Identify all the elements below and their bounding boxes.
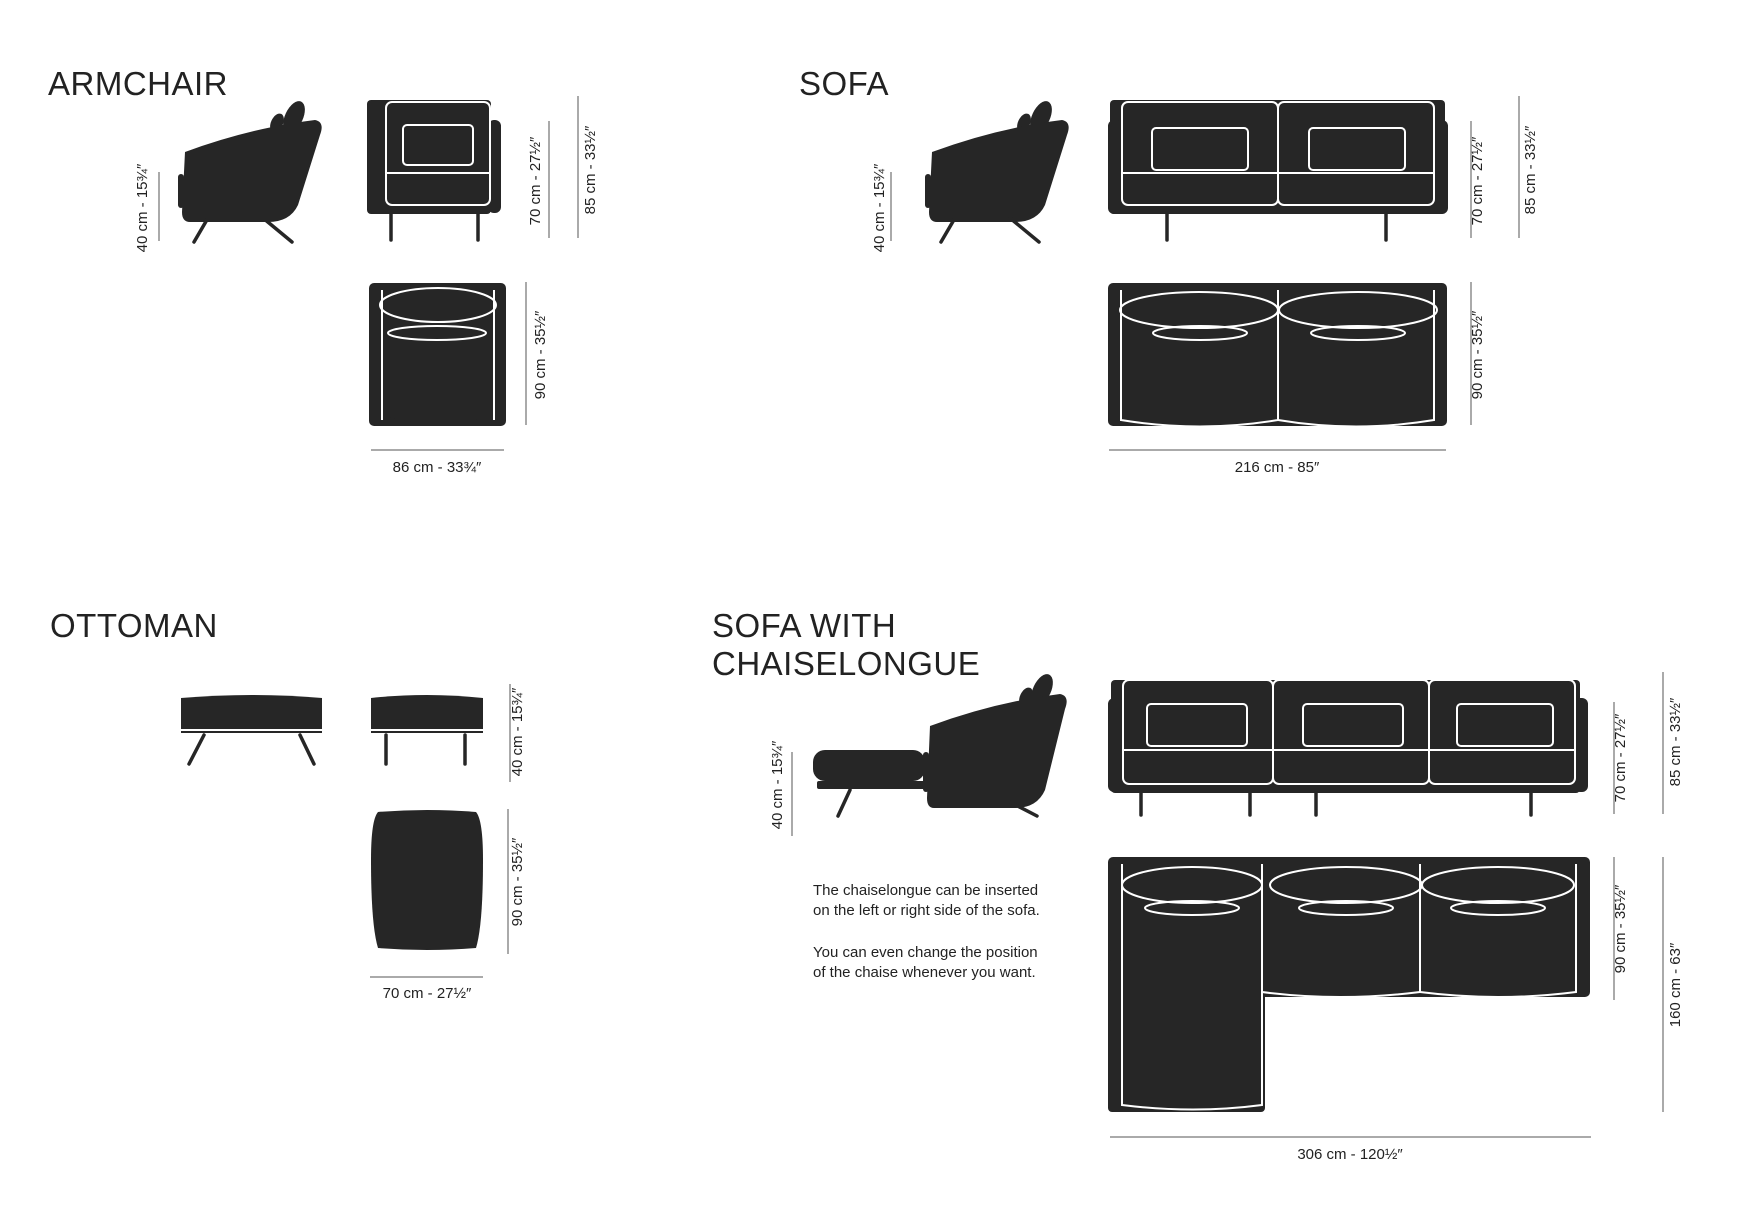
- sofa-title: SOFA: [799, 65, 889, 102]
- ottoman-depth-label: 90 cm - 35½″: [509, 837, 526, 926]
- sofa-chaise-title-line2: CHAISELONGUE: [712, 645, 980, 682]
- sofa-side-view: [925, 101, 1069, 244]
- armchair-total-height-label: 85 cm - 33½″: [582, 125, 599, 214]
- sofa-chaise-total-height-label: 85 cm - 33½″: [1667, 697, 1684, 786]
- note-line-1: The chaiselongue can be inserted: [813, 882, 1038, 899]
- sofa-chaise-title-line1: SOFA WITH: [712, 607, 896, 644]
- sofa-seat-height-label: 40 cm - 15¾″: [871, 163, 888, 252]
- ottoman-title: OTTOMAN: [50, 607, 218, 644]
- note-line-3: You can even change the position: [813, 944, 1038, 961]
- armchair-seat-back-label: 70 cm - 27½″: [527, 136, 544, 225]
- sofa-chaise-chaise-depth-label: 160 cm - 63″: [1667, 942, 1684, 1027]
- sofa-chaise-seat-height-label: 40 cm - 15¾″: [769, 740, 786, 829]
- sofa-chaise-front-view: [1108, 679, 1588, 817]
- sofa-seat-back-label: 70 cm - 27½″: [1469, 136, 1486, 225]
- chaise-note: The chaiselongue can be inserted on the …: [813, 882, 1040, 981]
- armchair-section: ARMCHAIR 40 cm - 15¾″ 70 cm - 27½″ 85 cm…: [48, 65, 599, 476]
- ottoman-front-view: [371, 695, 483, 766]
- armchair-seat-height-label: 40 cm - 15¾″: [134, 163, 151, 252]
- sofa-chaise-side-view: [813, 674, 1067, 818]
- ottoman-section: OTTOMAN 40 cm - 15¾″ 90 cm - 35½″ 70 cm …: [50, 607, 526, 1002]
- armchair-width-label: 86 cm - 33¾″: [393, 459, 482, 476]
- sofa-chaise-width-label: 306 cm - 120½″: [1297, 1146, 1403, 1163]
- armchair-depth-label: 90 cm - 35½″: [532, 310, 549, 399]
- armchair-side-view: [178, 101, 322, 244]
- sofa-chaise-section: SOFA WITH CHAISELONGUE 40 cm - 15¾″: [712, 607, 1684, 1163]
- sofa-section: SOFA 40 cm - 15¾″ 70 cm - 27½″: [799, 65, 1539, 476]
- ottoman-height-label: 40 cm - 15¾″: [509, 687, 526, 776]
- sofa-depth-label: 90 cm - 35½″: [1469, 310, 1486, 399]
- note-line-2: on the left or right side of the sofa.: [813, 902, 1040, 919]
- sofa-top-view: [1108, 283, 1447, 428]
- sofa-chaise-top-view: [1108, 857, 1590, 1112]
- ottoman-top-view: [371, 810, 483, 950]
- sofa-front-view: [1108, 100, 1448, 242]
- sofa-chaise-seat-back-label: 70 cm - 27½″: [1612, 713, 1629, 802]
- armchair-title: ARMCHAIR: [48, 65, 228, 102]
- note-line-4: of the chaise whenever you want.: [813, 964, 1036, 981]
- ottoman-side-view: [181, 695, 322, 766]
- sofa-total-height-label: 85 cm - 33½″: [1522, 125, 1539, 214]
- armchair-front-view: [367, 100, 501, 242]
- sofa-chaise-depth-label: 90 cm - 35½″: [1612, 884, 1629, 973]
- sofa-width-label: 216 cm - 85″: [1235, 459, 1320, 476]
- armchair-top-view: [369, 283, 506, 426]
- ottoman-width-label: 70 cm - 27½″: [383, 985, 472, 1002]
